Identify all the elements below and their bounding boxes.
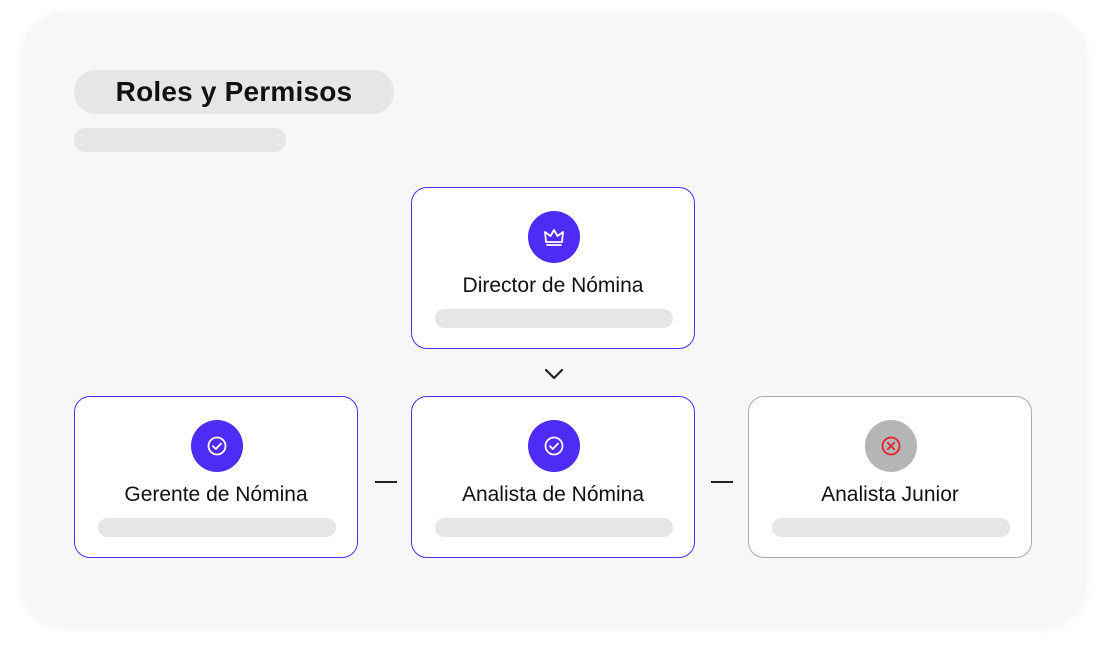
- chevron-down-icon: [544, 368, 564, 380]
- role-description-placeholder: [98, 518, 336, 537]
- x-circle-icon: [865, 420, 917, 472]
- role-card-analista[interactable]: Analista de Nómina: [411, 396, 695, 558]
- role-description-placeholder: [435, 309, 673, 328]
- role-name: Analista de Nómina: [461, 483, 645, 506]
- check-circle-icon: [191, 420, 243, 472]
- page-title: Roles y Permisos: [74, 70, 394, 114]
- connector-line: [711, 481, 733, 483]
- role-description-placeholder: [435, 518, 673, 537]
- role-description-placeholder: [772, 518, 1010, 537]
- role-name: Director de Nómina: [462, 274, 644, 297]
- subtitle-placeholder: [74, 128, 286, 152]
- role-name: Gerente de Nómina: [124, 483, 308, 506]
- check-circle-icon: [528, 420, 580, 472]
- role-card-director[interactable]: Director de Nómina: [411, 187, 695, 349]
- page-title-text: Roles y Permisos: [115, 76, 353, 107]
- role-card-gerente[interactable]: Gerente de Nómina: [74, 396, 358, 558]
- role-card-analista-junior[interactable]: Analista Junior: [748, 396, 1032, 558]
- connector-line: [375, 481, 397, 483]
- role-name: Analista Junior: [821, 483, 959, 506]
- crown-icon: [528, 211, 580, 263]
